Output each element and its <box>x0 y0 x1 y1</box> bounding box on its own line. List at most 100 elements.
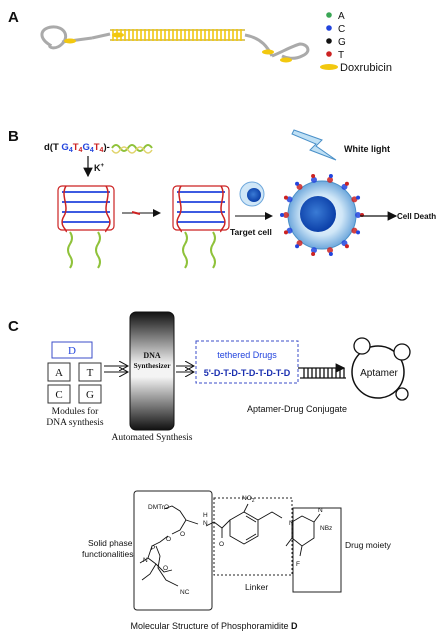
structure-caption: Molecular Structure of Phosphoramidite D <box>130 621 298 631</box>
sequence-part: G <box>61 142 68 153</box>
legend-label-doxorubicin: Doxrubicin <box>340 62 392 74</box>
svg-text:H: H <box>203 512 208 519</box>
bound-aptamer <box>351 195 361 203</box>
legend-dot-t <box>326 51 332 57</box>
linker-box <box>213 497 293 576</box>
aptamer-drug-conjugate-label: Aptamer-Drug Conjugate <box>247 404 347 414</box>
left-hairpin-loop <box>40 25 68 50</box>
svg-text:NC: NC <box>180 589 190 596</box>
bound-aptamer <box>295 181 303 190</box>
cell-death-label: Cell Death <box>397 212 436 221</box>
svg-text:N: N <box>203 520 208 527</box>
sequence-strand <box>111 144 153 152</box>
module-t-box <box>78 362 102 382</box>
panel-b-letter: B <box>8 128 19 145</box>
module-a-label: A <box>55 367 63 379</box>
target-cell-label: Target cell <box>230 227 272 237</box>
phosphoramidite-structure: Solid phase functionalities Drug moiety … <box>82 490 392 631</box>
sequence-part: 4 <box>79 147 83 154</box>
bound-aptamer <box>283 227 293 235</box>
bound-aptamer <box>327 174 334 183</box>
bound-aptamer <box>355 212 364 218</box>
left-arm-2 <box>91 32 111 40</box>
sequence-part: 4 <box>100 147 104 154</box>
doxorubicin-molecule <box>131 211 141 215</box>
legend-label-a: A <box>338 11 345 22</box>
module-d-label: D <box>68 345 76 357</box>
aptamer-body <box>351 345 405 399</box>
svg-text:O: O <box>180 531 185 538</box>
tethered-drugs-label: tethered Drugs <box>217 350 277 360</box>
dna-aptamer-duplex <box>40 25 310 63</box>
linker-label: Linker <box>245 582 268 592</box>
legend-dot-g <box>326 38 332 44</box>
bound-aptamer <box>295 240 303 249</box>
automated-synthesis-label: Automated Synthesis <box>111 433 192 443</box>
drug-moiety-box <box>292 507 342 593</box>
sequence-part: 4 <box>69 147 73 154</box>
aptamer-loop-2 <box>393 343 411 361</box>
bound-aptamer <box>351 227 361 235</box>
sequence-strand-2 <box>111 146 153 154</box>
modules-caption-2: DNA synthesis <box>46 418 104 428</box>
bound-aptamers <box>280 174 364 256</box>
stem-ladder <box>303 368 345 378</box>
white-light-bolt-icon <box>291 129 337 161</box>
svg-text:O: O <box>163 565 168 572</box>
panel-a: A A C G T <box>8 9 392 74</box>
sequence-label: d(T G4T4G4T4)- <box>44 142 110 154</box>
g-quadruplex-2 <box>172 185 230 269</box>
svg-text:N: N <box>318 507 323 514</box>
sequence-part: T <box>94 142 100 153</box>
svg-text:N: N <box>289 520 294 527</box>
module-c-box <box>47 384 71 404</box>
panel-a-legend: A C G T Doxrubicin <box>320 11 392 74</box>
dna-synthesizer <box>129 311 175 431</box>
bound-aptamer <box>341 181 349 190</box>
k-ion-label: K+ <box>94 163 105 173</box>
target-cell-large-nucleus <box>300 196 336 232</box>
g-quadruplex-1 <box>57 185 115 269</box>
panel-a-letter: A <box>8 9 19 26</box>
doxorubicin-bar <box>112 32 124 38</box>
bound-aptamer <box>327 247 334 256</box>
molecule-bonds <box>139 503 321 587</box>
panel-c: C D A T C G Modules for DNA synthesis DN… <box>8 311 411 443</box>
svg-text:N: N <box>143 557 148 564</box>
right-hairpin-loop <box>271 42 310 60</box>
svg-text:NBz: NBz <box>320 525 332 532</box>
legend-label-c: C <box>338 24 345 35</box>
svg-text:P: P <box>151 545 155 552</box>
synthesizer-label-2: Synthesizer <box>133 361 171 370</box>
legend-label-t: T <box>338 50 344 61</box>
svg-text:DMTrO: DMTrO <box>148 504 169 511</box>
module-g-box <box>78 384 102 404</box>
doxorubicin-bar <box>262 49 274 55</box>
sequence-part: T <box>73 142 79 153</box>
svg-text:F: F <box>296 561 300 568</box>
module-t-label: T <box>87 367 94 379</box>
module-a-box <box>47 362 71 382</box>
module-c-label: C <box>55 389 62 401</box>
synthesizer-label-1: DNA <box>143 351 161 360</box>
no2-group: NO2 <box>242 495 255 504</box>
module-d-box <box>51 341 93 359</box>
legend-doxorubicin-swatch <box>320 64 338 70</box>
panel-b: B d(T G4T4G4T4)- K+ <box>8 128 436 269</box>
aptamer-loop-3 <box>395 387 409 401</box>
bound-aptamer <box>341 240 349 249</box>
panel-c-letter: C <box>8 318 19 335</box>
sequence-part: 4 <box>90 147 94 154</box>
solid-phase-label-1: Solid phase <box>88 538 133 548</box>
target-cell-nucleus <box>247 188 261 202</box>
modules-caption-1: Modules for <box>52 406 100 417</box>
bound-aptamer <box>310 174 317 183</box>
doxorubicin-bar <box>280 57 292 63</box>
doxorubicin-bar <box>64 38 76 44</box>
legend-dot-c <box>326 25 332 31</box>
sequence-part: G <box>82 142 89 153</box>
tethered-drugs-box <box>195 340 299 384</box>
sequence-part: )- <box>103 142 109 153</box>
svg-text:O: O <box>166 536 171 543</box>
legend-dot-a <box>326 12 332 18</box>
